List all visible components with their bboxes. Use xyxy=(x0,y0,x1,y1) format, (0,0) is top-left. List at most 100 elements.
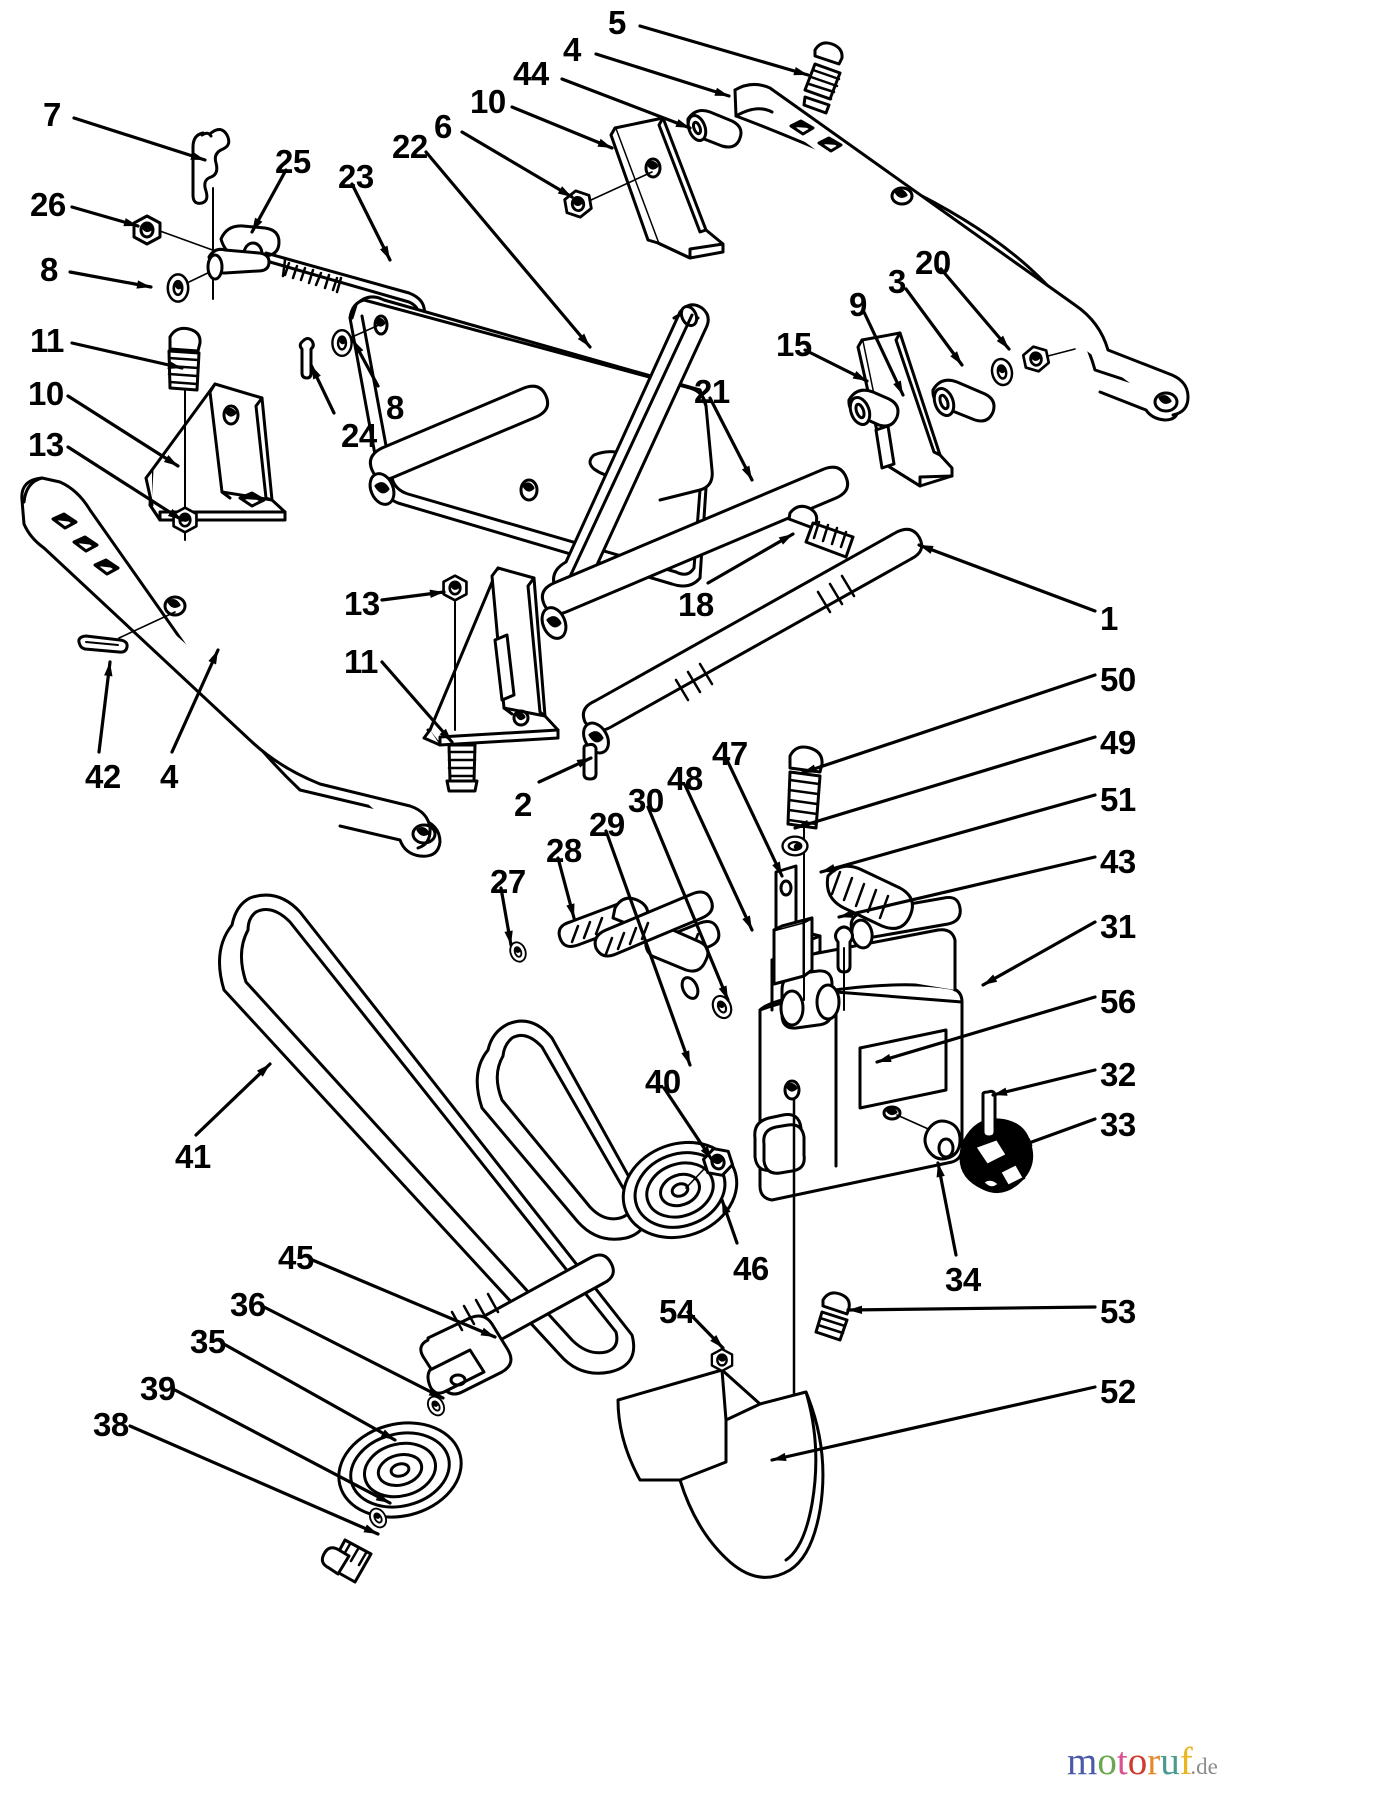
part-callout-38[interactable]: 38 xyxy=(93,1406,129,1443)
part-callout-36[interactable]: 36 xyxy=(230,1286,266,1323)
part-callout-15[interactable]: 15 xyxy=(776,326,812,363)
part-callout-26[interactable]: 26 xyxy=(30,186,66,223)
part-callout-27[interactable]: 27 xyxy=(490,863,526,900)
watermark-letter-o-3: o xyxy=(1127,1740,1148,1783)
leader-line-21 xyxy=(708,396,754,482)
leader-arrow-45 xyxy=(480,1327,495,1337)
leader-line-5 xyxy=(638,24,810,77)
leader-arrow-36 xyxy=(428,1387,443,1398)
part-callout-7[interactable]: 7 xyxy=(43,96,61,133)
leader-line-6 xyxy=(460,130,574,199)
part-callout-8[interactable]: 8 xyxy=(386,389,404,426)
part-callout-13[interactable]: 13 xyxy=(344,585,380,622)
part-callout-42[interactable]: 42 xyxy=(85,758,121,795)
leader-arrow-44 xyxy=(675,119,690,128)
leader-line-39 xyxy=(173,1388,392,1505)
part-callout-4[interactable]: 4 xyxy=(160,758,178,795)
part-callout-53[interactable]: 53 xyxy=(1100,1293,1136,1330)
leader-arrow-50 xyxy=(802,764,817,773)
watermark-accent-dot: · xyxy=(1182,1743,1189,1762)
part-callout-48[interactable]: 48 xyxy=(667,760,703,797)
part-callout-25[interactable]: 25 xyxy=(275,143,311,180)
part-callout-24[interactable]: 24 xyxy=(341,417,377,454)
part-callout-11[interactable]: 11 xyxy=(30,322,64,359)
part-callout-18[interactable]: 18 xyxy=(678,586,714,623)
leader-line-49 xyxy=(793,735,1097,830)
leader-line-50 xyxy=(800,673,1097,775)
part-callout-8[interactable]: 8 xyxy=(40,251,58,288)
leader-arrow-26 xyxy=(123,218,138,227)
part-callout-21[interactable]: 21 xyxy=(694,373,730,410)
leader-line-40 xyxy=(662,1086,714,1162)
leader-line-42 xyxy=(97,660,112,754)
part-callout-9[interactable]: 9 xyxy=(849,286,867,323)
part-callout-47[interactable]: 47 xyxy=(712,735,748,772)
leader-line-10 xyxy=(510,105,614,150)
leader-line-20 xyxy=(939,267,1011,351)
leader-arrow-24 xyxy=(311,365,321,380)
leader-arrow-13 xyxy=(429,589,444,598)
part-callout-34[interactable]: 34 xyxy=(945,1261,981,1298)
part-callout-22[interactable]: 22 xyxy=(392,128,428,165)
part-callout-28[interactable]: 28 xyxy=(546,832,582,869)
leader-arrow-4 xyxy=(208,650,218,665)
part-callout-5[interactable]: 5 xyxy=(608,4,626,41)
part-callout-52[interactable]: 52 xyxy=(1100,1373,1136,1410)
leader-line-3 xyxy=(904,287,964,367)
leader-arrow-3 xyxy=(950,351,962,365)
part-callout-33[interactable]: 33 xyxy=(1100,1106,1136,1143)
part-callout-39[interactable]: 39 xyxy=(140,1370,176,1407)
part-callout-2[interactable]: 2 xyxy=(514,786,532,823)
part-callout-54[interactable]: 54 xyxy=(659,1293,695,1330)
leader-arrow-53 xyxy=(848,1305,863,1315)
part-callout-49[interactable]: 49 xyxy=(1100,724,1136,761)
part-callout-40[interactable]: 40 xyxy=(645,1063,681,1100)
part-callout-4[interactable]: 4 xyxy=(563,31,581,68)
part-callout-20[interactable]: 20 xyxy=(915,244,951,281)
part-callout-13[interactable]: 13 xyxy=(28,426,64,463)
leader-arrow-52 xyxy=(772,1452,787,1462)
leader-line-36 xyxy=(260,1304,445,1400)
leader-line-1 xyxy=(917,543,1097,613)
part-callout-3[interactable]: 3 xyxy=(888,263,906,300)
leader-arrow-20 xyxy=(996,335,1009,349)
part-callout-29[interactable]: 29 xyxy=(589,806,625,843)
part-callout-50[interactable]: 50 xyxy=(1100,661,1136,698)
leader-arrow-31 xyxy=(983,974,998,985)
leader-arrow-18 xyxy=(778,534,793,545)
part-callout-11[interactable]: 11 xyxy=(344,643,378,680)
part-callout-46[interactable]: 46 xyxy=(733,1250,769,1287)
leader-arrow-38 xyxy=(363,1524,378,1534)
leader-arrow-5 xyxy=(793,67,808,76)
part-callout-41[interactable]: 41 xyxy=(175,1138,211,1175)
part-callout-45[interactable]: 45 xyxy=(278,1239,314,1276)
leader-line-43 xyxy=(837,855,1097,919)
leader-arrow-10 xyxy=(597,138,612,148)
leader-line-22 xyxy=(424,150,592,349)
leader-line-29 xyxy=(604,829,692,1067)
leader-line-13 xyxy=(66,445,184,522)
watermark-letter-r-4: r xyxy=(1147,1740,1161,1783)
leader-line-44 xyxy=(560,77,692,130)
leader-arrow-48 xyxy=(742,915,752,930)
part-callout-23[interactable]: 23 xyxy=(338,158,374,195)
part-callout-31[interactable]: 31 xyxy=(1100,908,1136,945)
part-callout-1[interactable]: 1 xyxy=(1100,600,1118,637)
part-callout-10[interactable]: 10 xyxy=(470,83,506,120)
leader-line-23 xyxy=(350,182,392,262)
part-callout-10[interactable]: 10 xyxy=(28,375,64,412)
leader-arrow-30 xyxy=(718,985,728,1000)
leader-arrow-43 xyxy=(839,909,854,918)
part-callout-6[interactable]: 6 xyxy=(434,108,452,145)
part-callout-30[interactable]: 30 xyxy=(628,782,664,819)
watermark-letter-t-2: t xyxy=(1116,1740,1128,1783)
part-callout-56[interactable]: 56 xyxy=(1100,983,1136,1020)
leader-arrow-39 xyxy=(375,1492,390,1503)
part-callout-44[interactable]: 44 xyxy=(513,55,549,92)
part-callout-43[interactable]: 43 xyxy=(1100,843,1136,880)
part-callout-32[interactable]: 32 xyxy=(1100,1056,1136,1093)
leader-line-7 xyxy=(72,116,207,162)
part-callout-51[interactable]: 51 xyxy=(1100,781,1136,818)
part-callout-35[interactable]: 35 xyxy=(190,1323,226,1360)
leader-arrow-9 xyxy=(893,380,903,395)
